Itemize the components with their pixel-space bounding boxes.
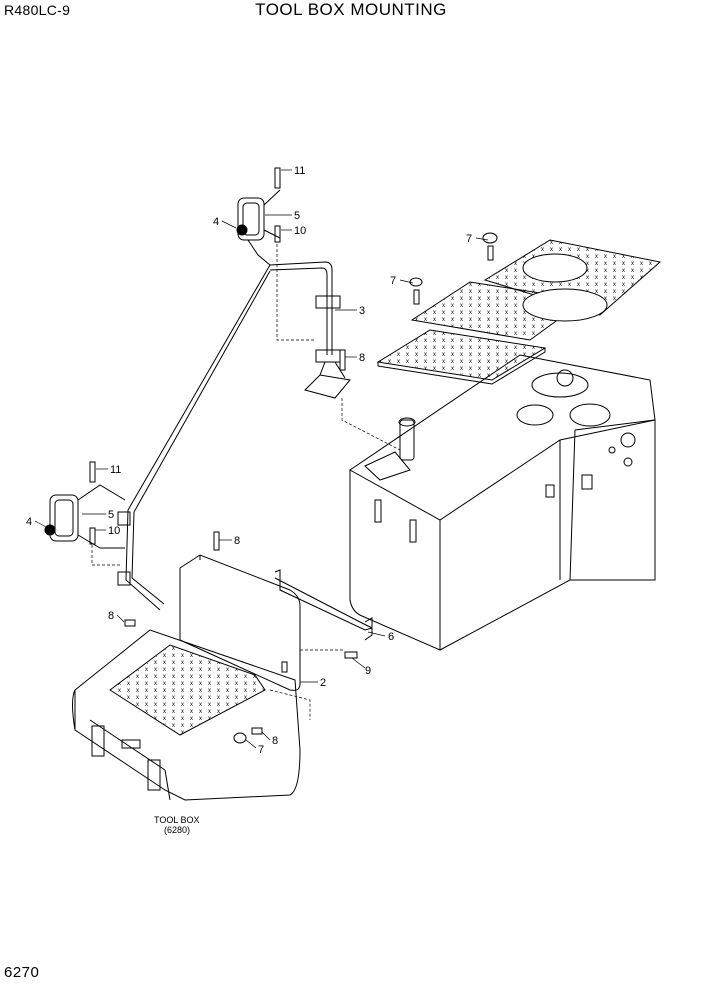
mirror-stay <box>125 261 351 611</box>
tank <box>349 354 656 651</box>
checker-plates <box>376 232 662 385</box>
page-number: 6270 <box>4 964 40 981</box>
callout-6: 6 <box>388 631 394 643</box>
tool-box-caption: TOOL BOX <box>154 815 200 825</box>
bracket <box>274 569 373 659</box>
callout-5: 5 <box>294 210 300 222</box>
callout-5: 5 <box>108 509 114 521</box>
callout-8: 8 <box>359 352 365 364</box>
callout-11: 11 <box>110 464 121 476</box>
callout-4: 4 <box>26 516 32 528</box>
callout-7: 7 <box>258 744 264 756</box>
callout-3: 3 <box>359 305 365 317</box>
callout-9: 9 <box>365 665 371 677</box>
callout-7: 7 <box>466 233 472 245</box>
callout-8: 8 <box>234 535 240 547</box>
leader-lines <box>34 169 489 749</box>
lower-mirror <box>44 461 136 627</box>
upper-mirror <box>236 167 281 266</box>
page-title: TOOL BOX MOUNTING <box>255 0 447 19</box>
tool-box <box>72 629 301 801</box>
callout-4: 4 <box>213 216 219 228</box>
cover-panel <box>179 531 301 691</box>
tool-box-caption-ref: (6280) <box>164 825 190 835</box>
callout-11: 11 <box>294 165 305 177</box>
callout-2: 2 <box>320 677 326 689</box>
callout-8: 8 <box>272 735 278 747</box>
callout-10: 10 <box>294 225 306 237</box>
callout-8: 8 <box>108 610 114 622</box>
callout-10: 10 <box>108 525 120 537</box>
model-code: R480LC-9 <box>4 2 71 18</box>
callout-7: 7 <box>390 275 396 287</box>
